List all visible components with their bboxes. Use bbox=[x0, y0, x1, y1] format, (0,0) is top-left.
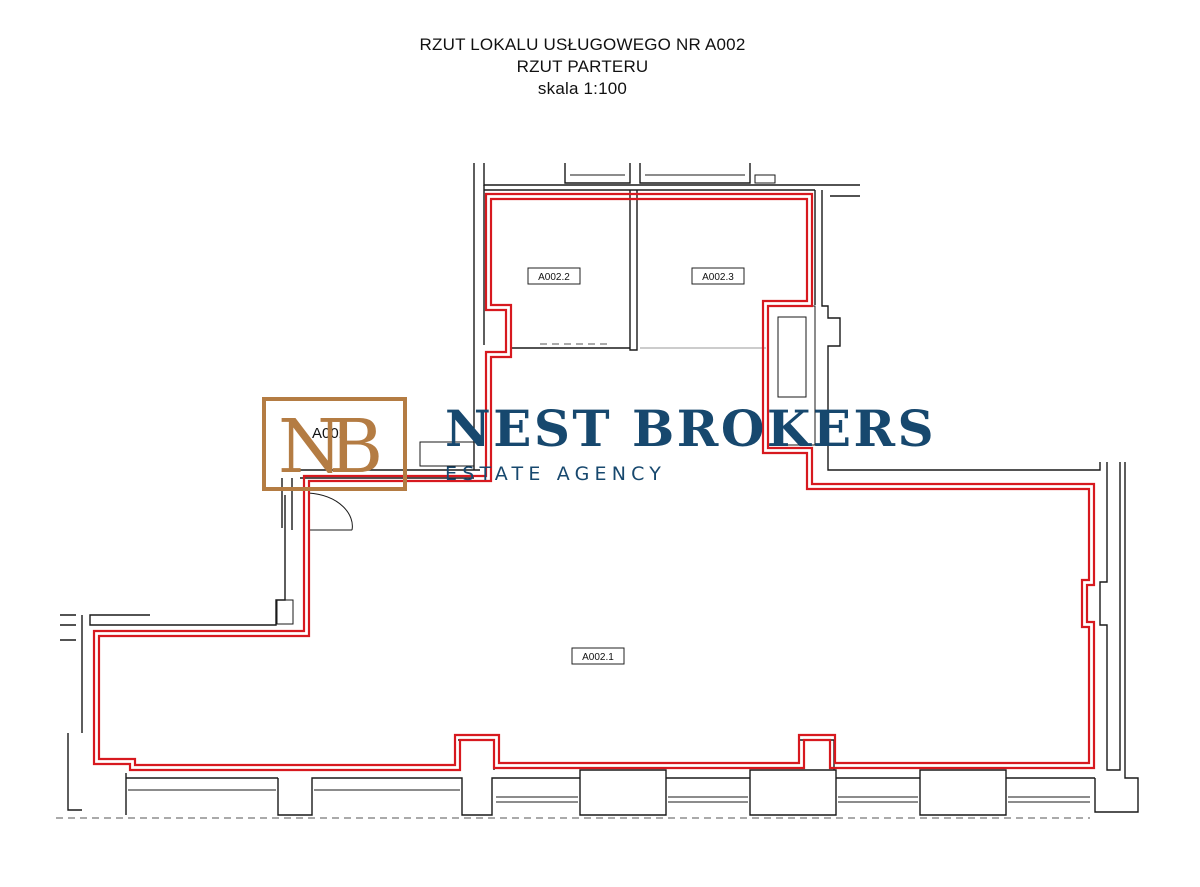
room-label-a002-2: A002.2 bbox=[538, 272, 570, 283]
logo-tagline: ESTATE AGENCY bbox=[445, 463, 667, 485]
entrance-label: A002 bbox=[312, 425, 347, 442]
room-label-a002-1: A002.1 bbox=[582, 652, 614, 663]
plan-scale: skala 1:100 bbox=[537, 79, 628, 98]
building-walls bbox=[56, 163, 1139, 819]
logo-brand-name: NEST BROKERS bbox=[445, 399, 937, 458]
room-tag-a002-1: A002.1 bbox=[571, 647, 625, 665]
logo-monogram: NB bbox=[278, 404, 383, 490]
plan-title-block: RZUT LOKALU USŁUGOWEGO NR A002 RZUT PART… bbox=[0, 34, 1165, 100]
room-tag-a002-2: A002.2 bbox=[527, 267, 581, 285]
room-label-a002-3: A002.3 bbox=[702, 272, 734, 283]
plan-title: RZUT LOKALU USŁUGOWEGO NR A002 bbox=[419, 35, 746, 54]
room-tag-a002-3: A002.3 bbox=[691, 267, 745, 285]
plan-subtitle: RZUT PARTERU bbox=[516, 57, 649, 76]
unit-boundary bbox=[92, 192, 1096, 772]
watermark-logo: NB NEST BROKERS ESTATE AGENCY bbox=[262, 397, 942, 497]
logo-monogram-frame: NB bbox=[262, 397, 407, 491]
